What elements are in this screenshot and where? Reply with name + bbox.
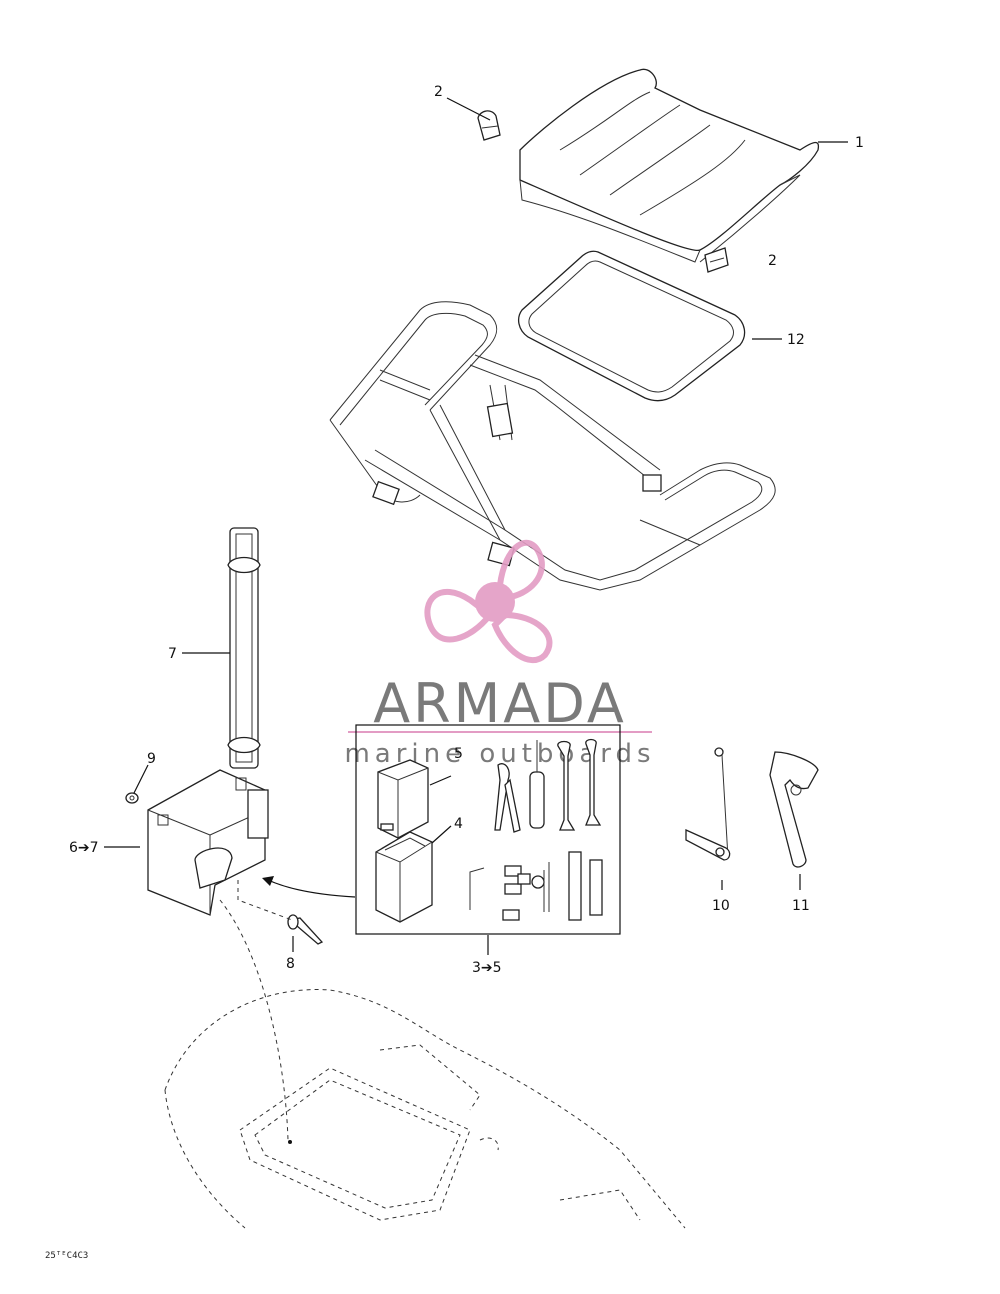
seat-cushion: [519, 68, 820, 263]
hex-key-icon: [469, 867, 485, 910]
arrow-kit-to-holder: [267, 879, 356, 898]
wrench-large-icon: [557, 740, 576, 831]
tool-bag-large: [375, 831, 433, 923]
tool-holder: [147, 769, 269, 916]
seat-gasket: [517, 250, 746, 402]
screwdriver-icon: [529, 740, 545, 829]
seat-frame: [329, 301, 776, 591]
wrench-small-icon: [585, 738, 602, 826]
callout-12: 12: [787, 332, 805, 348]
fuses-icon: [502, 865, 531, 921]
arrow-head-icon: [262, 876, 274, 886]
spanner-tool: [685, 747, 731, 861]
callout-6-7: 6➔7: [69, 840, 99, 856]
alignment-line-rivet: [237, 880, 293, 921]
rivet: [287, 914, 324, 945]
seat-clip-lower: [704, 247, 729, 273]
callout-11: 11: [792, 898, 810, 914]
drawing-code: 25ᵀᴱC4C3: [45, 1251, 88, 1261]
callout-9: 9: [147, 751, 156, 767]
callout-4: 4: [454, 816, 463, 832]
alignment-line-holder: [219, 899, 289, 1141]
armada-logo: [424, 539, 553, 664]
tool-kit-frame: [355, 724, 621, 935]
callout-7: 7: [168, 646, 177, 662]
callout-5: 5: [454, 746, 463, 762]
tool-kit-strap: [227, 527, 261, 769]
tool-bag-small: [377, 759, 429, 839]
leader-lines: [104, 97, 848, 955]
callout-8: 8: [286, 956, 295, 972]
watermark-tagline: marine outboards: [344, 739, 655, 769]
pliers-icon: [494, 763, 521, 833]
hook-wrench: [769, 751, 819, 868]
callout-3-5: 3➔5: [472, 960, 502, 976]
callout-1: 1: [855, 135, 864, 151]
callout-2-upper: 2: [434, 84, 443, 100]
hull-body: [164, 989, 686, 1229]
callout-10: 10: [712, 898, 730, 914]
fuse-puller-icon: [531, 862, 550, 912]
callout-2-lower: 2: [768, 253, 777, 269]
spark-plug-socket-icon: [568, 851, 603, 921]
washer: [125, 792, 139, 804]
